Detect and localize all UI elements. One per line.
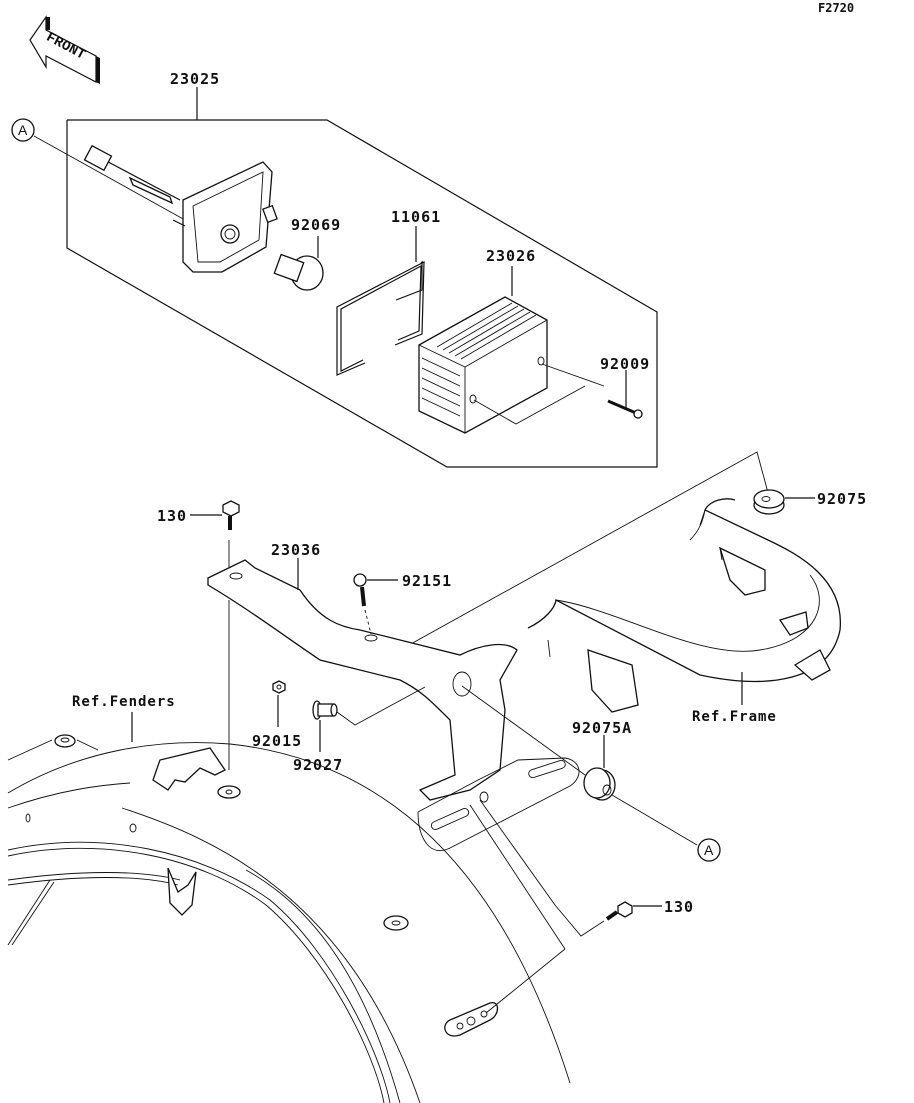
ref-fenders-label[interactable]: Ref.Fenders	[72, 694, 176, 710]
nut-drawing	[272, 680, 286, 694]
gasket-drawing	[336, 260, 425, 376]
screw-drawing	[473, 363, 643, 425]
part-label-92075[interactable]: 92075	[817, 490, 867, 508]
collar-drawing	[312, 686, 426, 726]
part-label-130-top[interactable]: 130	[157, 507, 187, 525]
tail-lamp-assembly-group: 23025	[66, 70, 658, 468]
svg-text:A: A	[704, 842, 714, 858]
bracket-drawing	[207, 559, 580, 851]
grommet-drawing	[461, 685, 698, 846]
frame-drawing	[527, 498, 841, 713]
part-label-92075A[interactable]: 92075A	[572, 719, 632, 737]
part-label-130-bottom[interactable]: 130	[664, 898, 694, 916]
reference-marker-a-top[interactable]: A	[11, 118, 186, 221]
lamp-housing-drawing	[83, 144, 278, 273]
bolt-bottom-drawing	[469, 799, 633, 950]
part-label-92151[interactable]: 92151	[402, 572, 452, 590]
svg-text:A: A	[18, 122, 28, 138]
leader-92075	[399, 451, 771, 651]
figure-id: F2720	[818, 1, 854, 15]
front-direction-arrow-icon: FRONT	[29, 15, 100, 84]
lens-drawing	[418, 296, 548, 434]
ref-frame-label[interactable]: Ref.Frame	[692, 709, 777, 725]
part-label-23036[interactable]: 23036	[271, 541, 321, 559]
bulb-drawing	[273, 253, 324, 291]
damper-drawing	[753, 489, 785, 515]
part-label-92015[interactable]: 92015	[252, 732, 302, 750]
part-label-23026[interactable]: 23026	[486, 247, 536, 265]
part-label-23025[interactable]: 23025	[170, 70, 220, 88]
reference-marker-a-bottom[interactable]: A	[697, 838, 721, 862]
part-label-92069[interactable]: 92069	[291, 216, 341, 234]
bolt-top-drawing	[222, 500, 240, 770]
part-label-92009[interactable]: 92009	[600, 355, 650, 373]
part-label-11061[interactable]: 11061	[391, 208, 441, 226]
bolt-92151-drawing	[353, 573, 372, 635]
fender-drawing	[7, 734, 571, 1103]
